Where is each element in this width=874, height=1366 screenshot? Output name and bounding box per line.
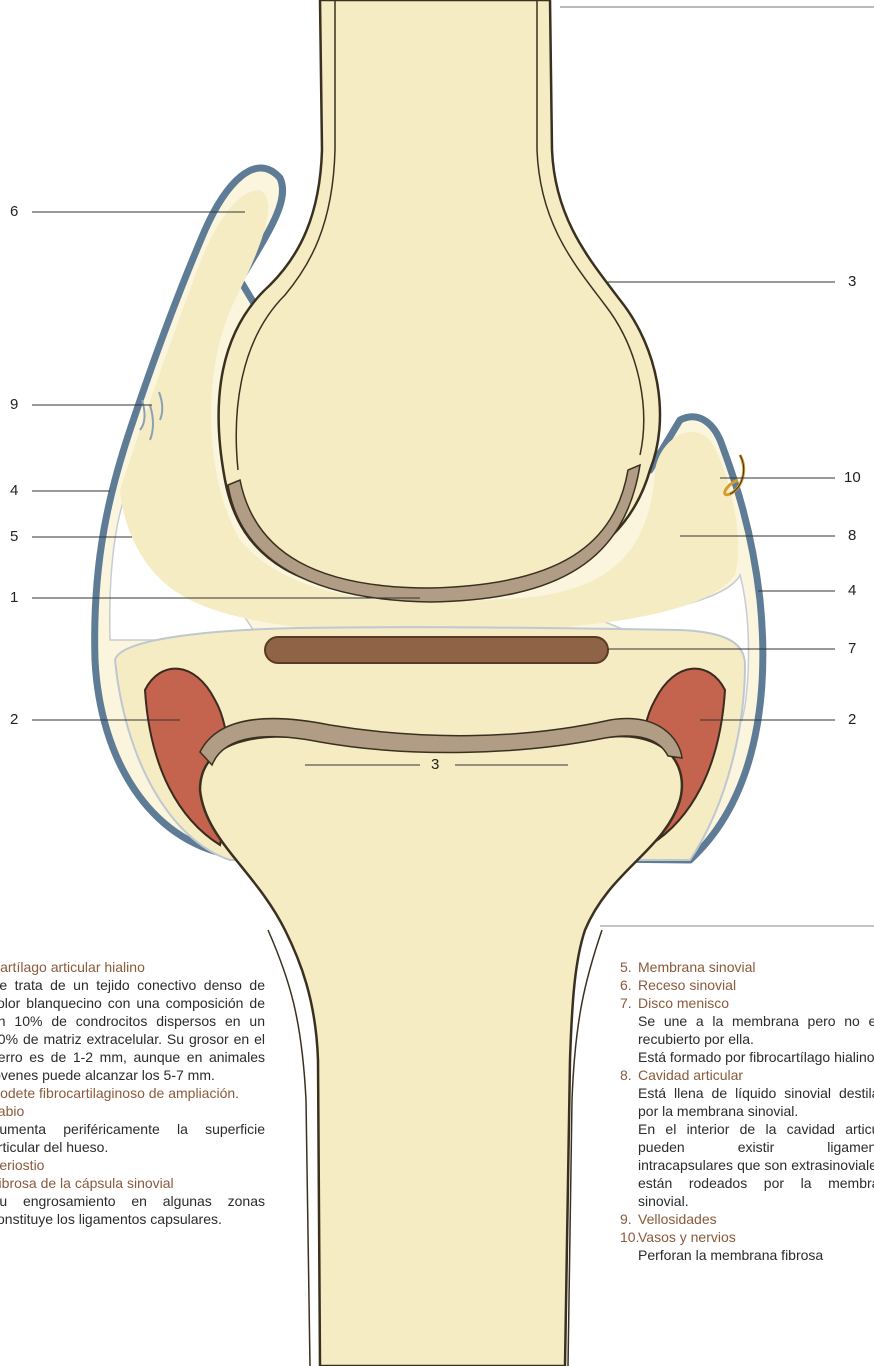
label-4-left: 4 [10,482,18,499]
label-3-top: 3 [848,273,856,290]
label-3-bottom: 3 [431,756,439,773]
legend-2-body: Aumenta periféricamente la superficie ar… [0,1120,265,1156]
legend-8-number: 8. [620,1066,632,1084]
legend-7-title: Disco menisco [620,995,729,1011]
legend-8-body-1: Está llena de líquido sinovial destilado… [620,1084,874,1120]
legend-1-title: Cartílago articular hialino [0,958,265,976]
legend-5-title: Membrana sinovial [620,959,756,975]
legend-right: 5.Membrana sinovial 6.Receso sinovial 7.… [620,958,874,1264]
legend-left: Cartílago articular hialino Se trata de … [0,958,265,1228]
legend-9-title: Vellosidades [620,1211,717,1227]
label-10: 10 [844,469,861,486]
legend-10-number: 10. [620,1228,639,1246]
legend-2-title: Rodete fibrocartilaginoso de ampliación.… [0,1084,265,1120]
label-4-right: 4 [848,582,856,599]
label-1: 1 [10,589,18,606]
label-7: 7 [848,640,856,657]
label-9: 9 [10,396,18,413]
legend-3-title: Periostio [0,1156,265,1174]
legend-7-number: 7. [620,994,632,1012]
legend-10-body: Perforan la membrana fibrosa [620,1246,874,1264]
label-2-left: 2 [10,711,18,728]
legend-6-number: 6. [620,976,632,994]
label-5: 5 [10,528,18,545]
label-8: 8 [848,527,856,544]
upper-bone [219,0,660,595]
legend-5-number: 5. [620,958,632,976]
legend-7-body-1: Se une a la membrana pero no está recubi… [620,1012,874,1048]
legend-1-body: Se trata de un tejido conectivo denso de… [0,976,265,1084]
legend-4-body: Su engrosamiento en algunas zonas consti… [0,1192,265,1228]
lower-bone [200,736,682,1366]
legend-9-number: 9. [620,1210,632,1228]
legend-8-body-2: En el interior de la cavidad articular p… [620,1120,874,1210]
legend-4-title: Fibrosa de la cápsula sinovial [0,1174,265,1192]
legend-8-title: Cavidad articular [620,1067,743,1083]
menisco-disc [265,637,608,663]
legend-6-title: Receso sinovial [620,977,736,993]
legend-7-body-2: Está formado por fibrocartílago hialino. [620,1048,874,1066]
label-6: 6 [10,203,18,220]
label-2-right: 2 [848,711,856,728]
